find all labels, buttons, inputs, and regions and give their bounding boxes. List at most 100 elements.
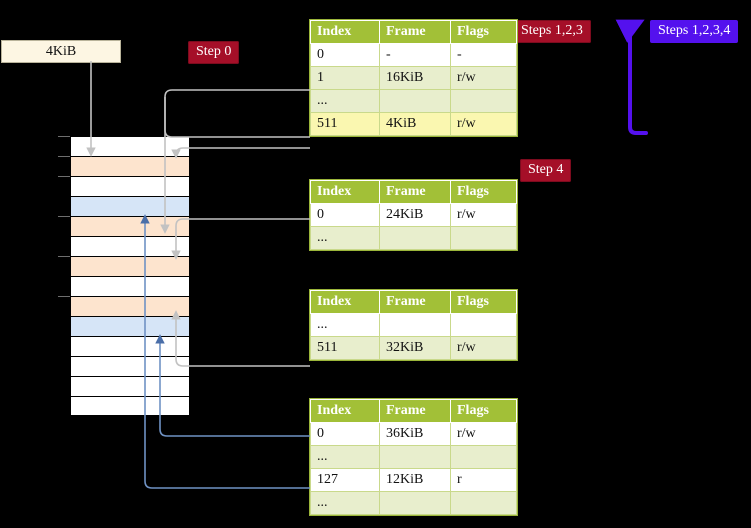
memory-frame-row <box>70 196 190 216</box>
cell-frame: - <box>379 43 451 67</box>
cell-frame: 4KiB <box>379 112 451 136</box>
table-row: 511 32KiB r/w <box>310 336 517 360</box>
memory-frame-row <box>70 376 190 396</box>
page-table-level-3: Index Frame Flags 0 36KiB r/w ... 127 12… <box>310 399 517 515</box>
table-row: ... <box>310 445 517 469</box>
cell-flags <box>450 313 517 337</box>
memory-frame-row <box>70 236 190 256</box>
cell-index: ... <box>310 89 380 113</box>
cell-flags <box>450 491 517 515</box>
frame-4kib-label: 4KiB <box>45 43 77 59</box>
column-header-frame: Frame <box>379 20 451 44</box>
memory-frame-row <box>70 296 190 316</box>
table-row: ... <box>310 313 517 337</box>
column-header-index: Index <box>310 399 380 423</box>
wire-steps-1234-bracket <box>615 19 648 135</box>
cell-frame: 36KiB <box>379 422 451 446</box>
cell-frame <box>379 226 451 250</box>
table-header-row: Index Frame Flags <box>310 20 517 44</box>
cell-flags <box>450 89 517 113</box>
cell-index: ... <box>310 313 380 337</box>
column-header-flags: Flags <box>450 20 517 44</box>
table-body: 0 24KiB r/w ... <box>310 203 517 250</box>
memory-frame-row <box>70 216 190 236</box>
table-row-highlighted: 511 4KiB r/w <box>310 112 517 136</box>
memory-frame-row <box>70 176 190 196</box>
column-header-frame: Frame <box>379 399 451 423</box>
cell-index: 0 <box>310 43 380 67</box>
cell-flags: r/w <box>450 422 517 446</box>
cell-flags: r <box>450 468 517 492</box>
cell-index: 1 <box>310 66 380 90</box>
memory-frame-row <box>70 256 190 276</box>
cell-frame: 12KiB <box>379 468 451 492</box>
cell-flags: r/w <box>450 112 517 136</box>
cell-index: 0 <box>310 422 380 446</box>
table-body: ... 511 32KiB r/w <box>310 313 517 360</box>
table-body: 0 36KiB r/w ... 127 12KiB r ... <box>310 422 517 515</box>
column-header-index: Index <box>310 290 380 314</box>
memory-row-tick <box>58 156 70 157</box>
table-header-row: Index Frame Flags <box>310 399 517 423</box>
table-row: 1 16KiB r/w <box>310 66 517 90</box>
cell-index: 511 <box>310 112 380 136</box>
cell-frame: 24KiB <box>379 203 451 227</box>
cell-frame <box>379 491 451 515</box>
wire-l2-511-to-memory <box>171 310 310 367</box>
frame-4kib-box: 4KiB <box>1 40 121 63</box>
cell-frame <box>379 445 451 469</box>
cell-flags <box>450 226 517 250</box>
cell-index: 511 <box>310 336 380 360</box>
memory-frame-row <box>70 356 190 376</box>
table-row: 0 36KiB r/w <box>310 422 517 446</box>
cell-frame: 32KiB <box>379 336 451 360</box>
memory-row-tick <box>58 136 70 137</box>
column-header-frame: Frame <box>379 180 451 204</box>
memory-frame-row <box>70 276 190 296</box>
wire-l1-0-to-memory <box>171 218 310 260</box>
badge-steps-123: Steps 1,2,3 <box>513 20 591 43</box>
column-header-index: Index <box>310 20 380 44</box>
column-header-flags: Flags <box>450 399 517 423</box>
cell-flags: r/w <box>450 66 517 90</box>
cell-frame <box>379 89 451 113</box>
table-row: ... <box>310 491 517 515</box>
page-table-level-1: Index Frame Flags 0 24KiB r/w ... <box>310 180 517 250</box>
cell-index: ... <box>310 226 380 250</box>
wire-hook-row1 <box>171 147 310 159</box>
memory-row-tick <box>58 256 70 257</box>
column-header-index: Index <box>310 180 380 204</box>
table-row: 127 12KiB r <box>310 468 517 492</box>
table-row: 0 - - <box>310 43 517 67</box>
memory-row-tick <box>58 216 70 217</box>
memory-frame-row <box>70 336 190 356</box>
memory-frame-row <box>70 156 190 176</box>
badge-step-0: Step 0 <box>188 41 240 64</box>
table-header-row: Index Frame Flags <box>310 290 517 314</box>
cell-flags: r/w <box>450 336 517 360</box>
page-table-level-2: Index Frame Flags ... 511 32KiB r/w <box>310 290 517 360</box>
table-row: ... <box>310 226 517 250</box>
table-body: 0 - - 1 16KiB r/w ... 511 4KiB r/w <box>310 43 517 136</box>
cell-flags: - <box>450 43 517 67</box>
physical-memory-column <box>58 136 190 416</box>
page-table-level-0: Index Frame Flags 0 - - 1 16KiB r/w ... <box>310 20 517 136</box>
cell-frame <box>379 313 451 337</box>
table-row: 0 24KiB r/w <box>310 203 517 227</box>
memory-frame-row <box>70 136 190 156</box>
cell-frame: 16KiB <box>379 66 451 90</box>
column-header-flags: Flags <box>450 180 517 204</box>
memory-frame-row <box>70 316 190 336</box>
badge-steps-1234: Steps 1,2,3,4 <box>650 20 739 43</box>
cell-index: ... <box>310 491 380 515</box>
cell-index: 0 <box>310 203 380 227</box>
cell-index: ... <box>310 445 380 469</box>
cell-flags <box>450 445 517 469</box>
cell-flags: r/w <box>450 203 517 227</box>
memory-frame-row <box>70 396 190 416</box>
badge-step-4: Step 4 <box>520 159 572 182</box>
table-header-row: Index Frame Flags <box>310 180 517 204</box>
memory-row-tick <box>58 176 70 177</box>
memory-row-tick <box>58 296 70 297</box>
column-header-frame: Frame <box>379 290 451 314</box>
